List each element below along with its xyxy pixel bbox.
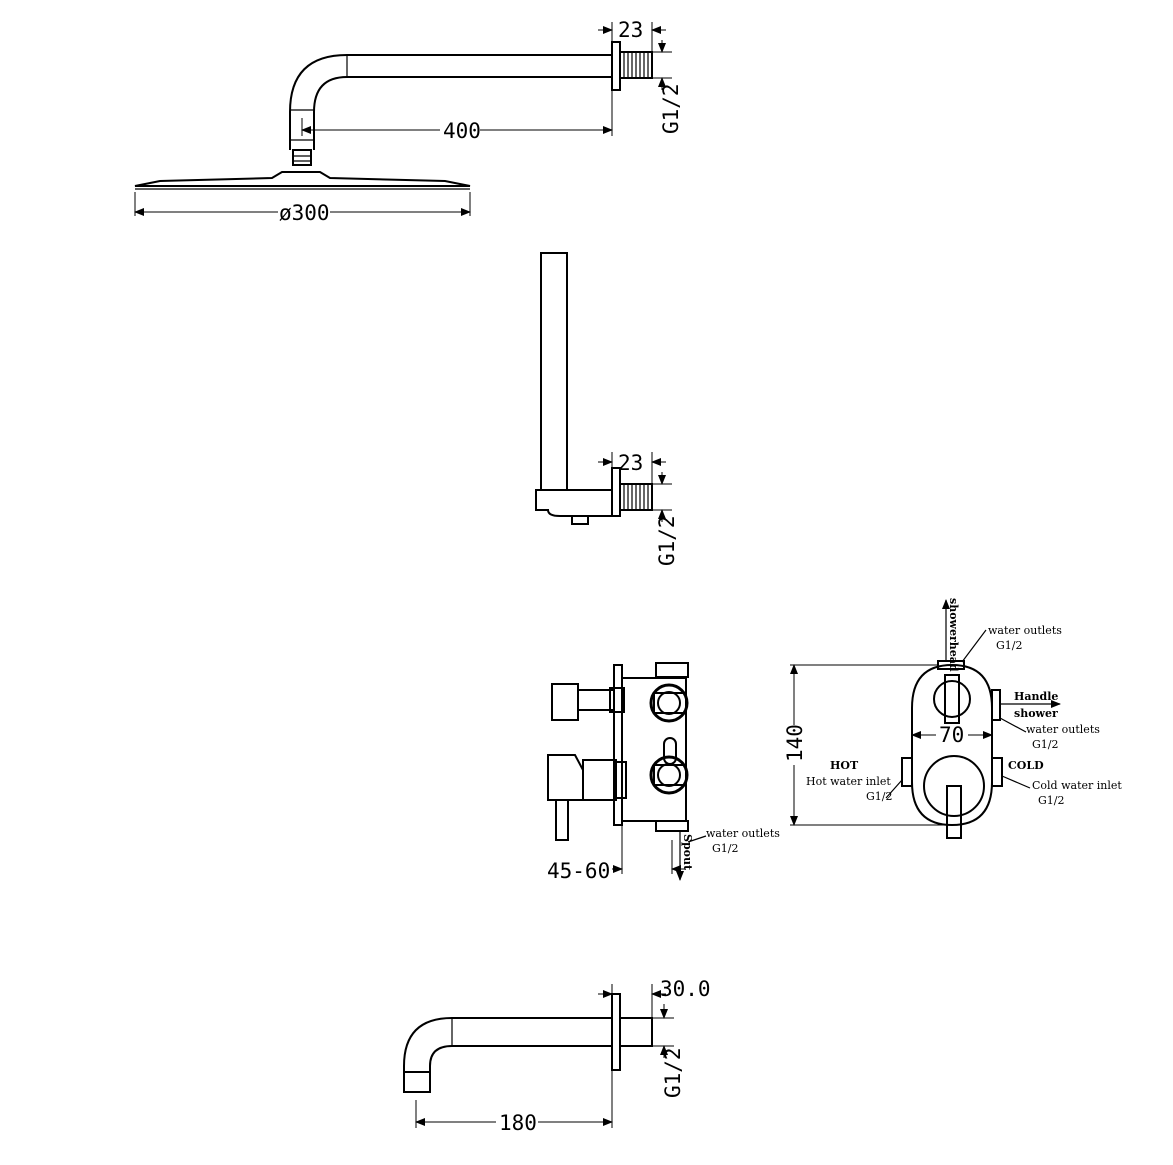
shower-arm-assembly: 23 G1/2 400 ø300 — [134, 18, 683, 225]
spout-flange — [611, 993, 621, 1071]
thermostat-lever-front — [946, 785, 962, 839]
dim-arm-length: 400 — [443, 119, 481, 143]
label-showerhead: showerhead — [947, 598, 960, 672]
label-hot-thread: G1/2 — [866, 790, 893, 803]
hose-connector — [571, 515, 589, 525]
spout-nipple — [619, 1017, 653, 1047]
dim-bracket-flange: 23 — [618, 451, 643, 475]
diverter-lever-front — [944, 674, 960, 724]
dim-arm-thread: G1/2 — [659, 83, 683, 134]
label-cold-thread: G1/2 — [1038, 794, 1065, 807]
label-hot: HOT — [830, 759, 859, 772]
label-handle: Handle — [1014, 690, 1058, 703]
thread-hatch — [623, 52, 649, 78]
valve-side-view: Spout water outlets G1/2 45-60 — [547, 662, 780, 883]
spout-body — [403, 1017, 612, 1092]
dim-head-diameter: ø300 — [279, 201, 330, 225]
label-cold-inlet: Cold water inlet — [1032, 779, 1122, 792]
dim-bracket-thread: G1/2 — [655, 515, 679, 566]
valve-body — [621, 677, 687, 822]
label-top-outlet-thread: G1/2 — [996, 639, 1023, 652]
label-spout: Spout — [681, 834, 694, 871]
spout-outlet — [403, 1071, 431, 1093]
upper-port — [649, 683, 689, 723]
label-cold: COLD — [1008, 759, 1044, 772]
label-right-outlet-thread: G1/2 — [1032, 738, 1059, 751]
body-top-boss — [655, 662, 689, 678]
label-side-outlet: water outlets — [706, 827, 780, 840]
body-bottom-boss — [655, 820, 689, 832]
label-right-outlet: water outlets — [1026, 723, 1100, 736]
wall-elbow-body — [535, 489, 613, 517]
bracket-flange — [611, 467, 621, 517]
ball-joint — [292, 149, 312, 166]
body-slot — [663, 737, 677, 765]
dim-valve-width: 70 — [939, 723, 964, 747]
diverter-knob — [933, 680, 971, 718]
diverter-handle — [551, 683, 579, 721]
lower-port — [649, 755, 689, 795]
label-shower: shower — [1014, 707, 1058, 720]
thermostat-lever — [555, 799, 569, 841]
label-hot-inlet: Hot water inlet — [806, 775, 891, 788]
dim-arm-flange: 23 — [618, 18, 643, 42]
dim-valve-height: 140 — [783, 724, 807, 762]
handset-bracket-assembly: 23 G1/2 — [535, 252, 679, 566]
shower-head — [134, 171, 471, 187]
shower-arm-body — [289, 54, 612, 150]
bath-spout-assembly: 30.0 G1/2 180 — [403, 977, 711, 1135]
thermostat-knob — [923, 755, 985, 817]
thermostat-handle — [547, 754, 584, 801]
thermostat-stem — [582, 759, 617, 801]
diverter-stem — [577, 689, 615, 711]
handset-rail — [540, 252, 568, 491]
valve-front-view: showerhead water outlets G1/2 Handle sho… — [783, 598, 1122, 839]
dim-spout-thread: G1/2 — [661, 1047, 685, 1098]
wall-flange — [611, 41, 621, 91]
label-top-outlet: water outlets — [988, 624, 1062, 637]
dim-valve-depth: 45-60 — [547, 859, 610, 883]
label-side-outlet-thread: G1/2 — [712, 842, 739, 855]
dim-spout-flange: 30.0 — [660, 977, 711, 1001]
dim-spout-length: 180 — [499, 1111, 537, 1135]
